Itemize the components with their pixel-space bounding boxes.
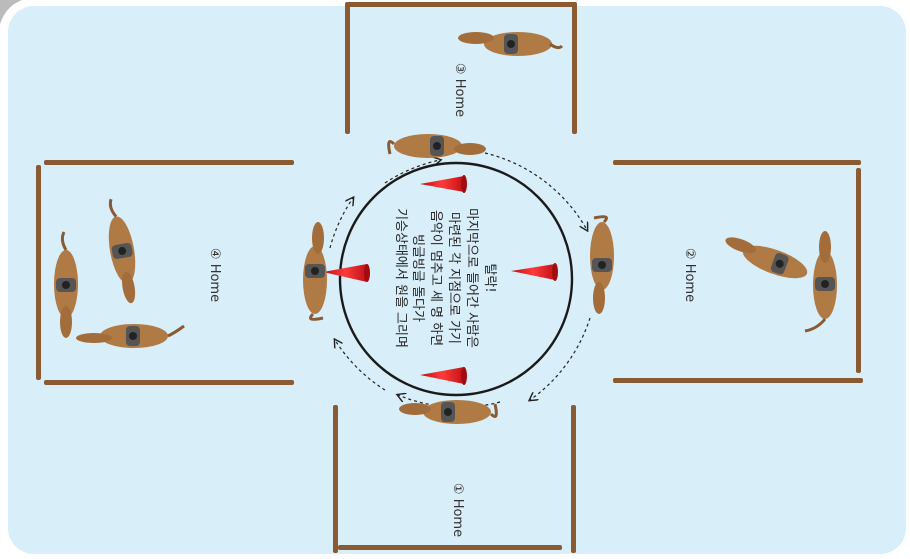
fence-post [571, 405, 576, 553]
arena-background [8, 6, 906, 554]
fence-post [345, 4, 350, 134]
pen-home-3 [345, 2, 577, 134]
horse-circle-top [387, 134, 486, 158]
home-2-label: ② Home [682, 248, 697, 302]
instruction-line-1: 기승상태에서 원을 그리며 [393, 208, 408, 348]
pen-home-4 [36, 160, 294, 385]
home-3-label: ③ Home [452, 63, 467, 117]
fence-rail [613, 378, 863, 383]
home-1-label: ① Home [450, 483, 465, 537]
fence-rail [44, 380, 294, 385]
fence-rail [613, 160, 861, 165]
horse-home-2-a [725, 237, 808, 279]
cone-left [323, 264, 370, 282]
page-curl [0, 0, 22, 24]
instruction-line-6: 탈락! [482, 263, 497, 292]
cone-top [420, 175, 467, 193]
instruction-line-2: 빙글빙글 돌다가 [410, 234, 425, 322]
pen-home-2 [613, 160, 863, 383]
fence-post [572, 4, 577, 134]
horse-home-4-a [54, 231, 78, 338]
instruction-line-3: 음악이 멈추고 세 명 하면 [428, 210, 443, 346]
instruction-line-5: 마지막으로 들어간 사람은 [464, 208, 479, 348]
instruction-line-4: 마련된 각 지점으로 가기 [446, 212, 461, 344]
fence-rail [44, 160, 294, 165]
horse-circle-left [303, 222, 327, 321]
home-4-label: ④ Home [207, 248, 222, 302]
horse-home-3 [458, 32, 564, 56]
fence-post [333, 405, 338, 553]
pen-home-1 [333, 405, 576, 553]
riding-circle [338, 161, 574, 397]
horse-home-4-c [76, 324, 185, 348]
riding-path [329, 152, 591, 408]
cone-bottom [420, 367, 467, 385]
horse-home-2-b [804, 231, 837, 333]
fence-rail [345, 2, 577, 7]
fence-post [856, 168, 861, 373]
horse-circle-right [590, 215, 614, 314]
fence-post [36, 165, 41, 380]
fence-rail [338, 545, 562, 550]
horse-home-4-b [108, 198, 136, 304]
cone-right [511, 263, 558, 281]
instructions: 기승상태에서 원을 그리며 빙글빙글 돌다가 음악이 멈추고 세 명 하면 마련… [393, 208, 497, 348]
horse-circle-bottom [399, 400, 498, 424]
